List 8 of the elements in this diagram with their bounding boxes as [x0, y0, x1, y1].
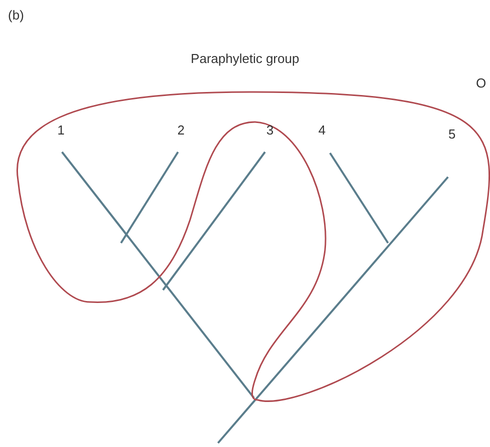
clipped-label: O [476, 76, 486, 90]
diagram-title: Paraphyletic group [190, 51, 300, 66]
tip-label: 5 [448, 126, 456, 142]
panel-label: (b) [8, 8, 24, 22]
tip-label: 2 [177, 122, 185, 138]
tip-label: 4 [318, 122, 326, 138]
tip-label: 1 [57, 122, 65, 138]
tip-label: 3 [266, 122, 274, 138]
